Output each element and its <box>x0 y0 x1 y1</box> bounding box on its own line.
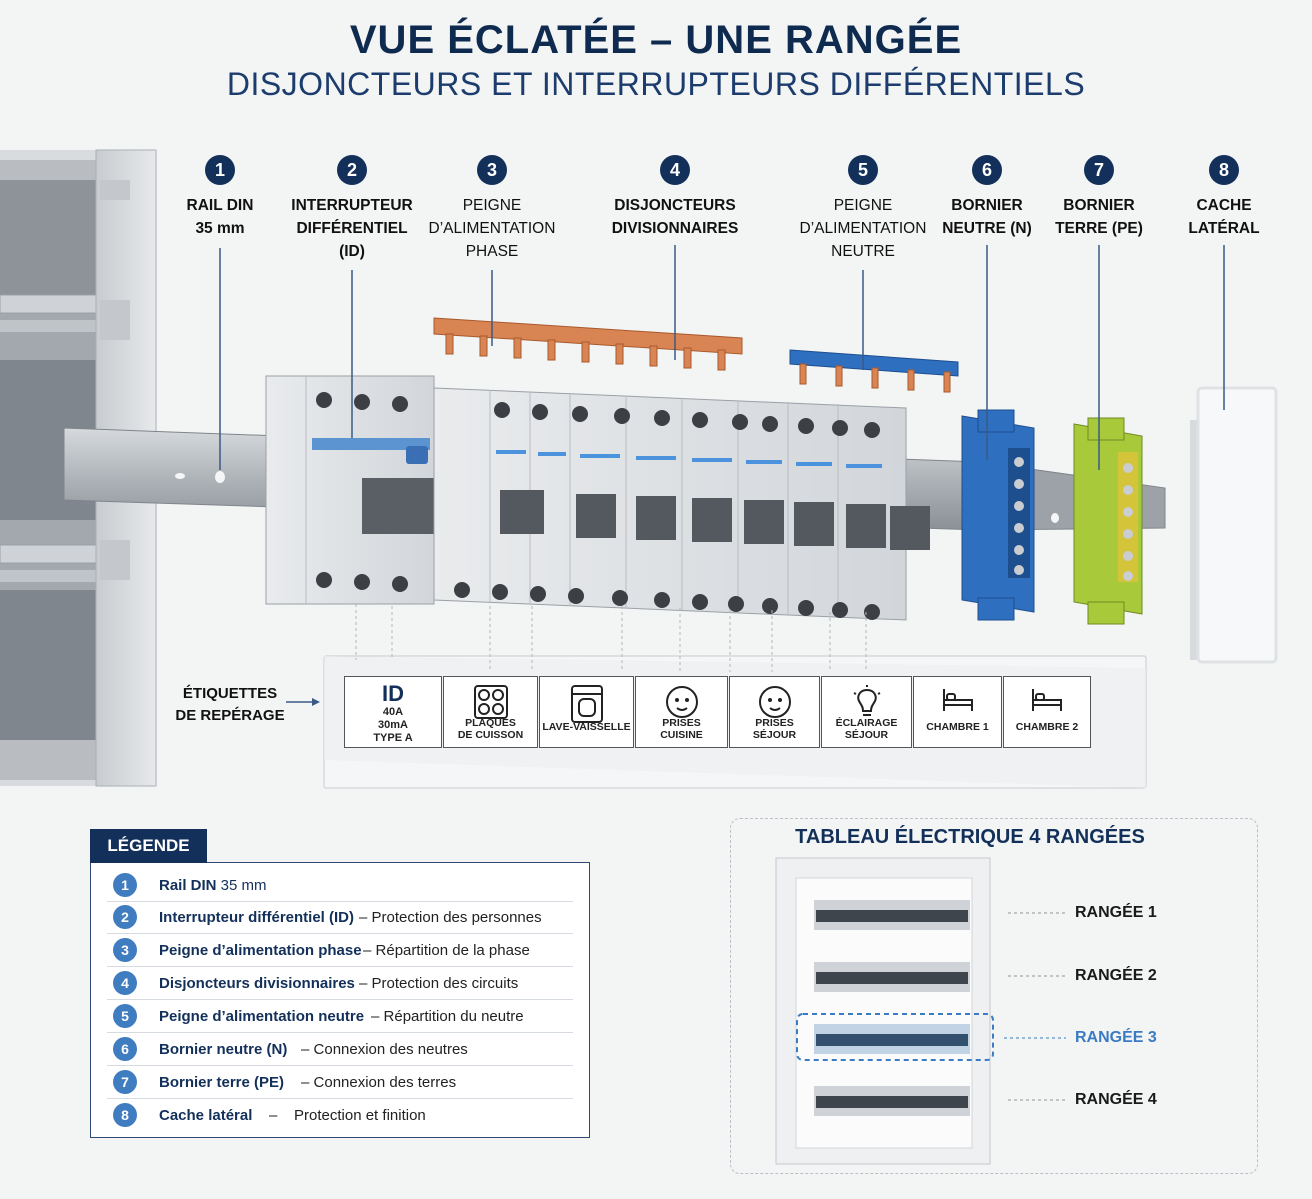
lightbulb-icon <box>853 685 880 716</box>
panel-rows <box>814 900 970 1116</box>
callout-number: 1 <box>205 155 235 185</box>
callout-number: 8 <box>1209 155 1239 185</box>
legend-item: 1 Rail DIN 35 mm <box>107 869 573 902</box>
socket-icon <box>758 686 791 718</box>
callout-number: 5 <box>848 155 878 185</box>
cooktop-icon <box>473 685 508 719</box>
legend-number: 4 <box>113 971 137 995</box>
legend-item: 5 Peigne d’alimentation neutre – Réparti… <box>107 1000 573 1033</box>
etiquettes-arrow <box>286 698 320 706</box>
legend-number: 2 <box>113 905 137 929</box>
callout-number: 7 <box>1084 155 1114 185</box>
differential-switch <box>265 375 436 605</box>
page-subtitle: DISJONCTEURS ET INTERRUPTEURS DIFFÉRENTI… <box>226 66 1086 102</box>
tag-chambre-2: CHAMBRE 2 <box>1003 676 1091 748</box>
legend-item: 4 Disjoncteurs divisionnaires – Protecti… <box>107 967 573 1000</box>
legend-number: 3 <box>113 938 137 962</box>
legend-item: 8 Cache latéral – Protection et finition <box>107 1099 573 1131</box>
legend-number: 8 <box>113 1103 137 1127</box>
row-label-1: RANGÉE 1 <box>1075 904 1157 921</box>
legend-number: 1 <box>113 873 137 897</box>
tag-guide-lines <box>355 604 867 672</box>
legend-title: LÉGENDE <box>90 829 207 863</box>
earth-terminal-block <box>1073 417 1143 625</box>
bed-icon <box>942 689 973 711</box>
four-row-panel-drawing <box>775 857 1010 1165</box>
legend-number: 5 <box>113 1004 137 1028</box>
dishwasher-icon <box>570 685 603 723</box>
callout-number: 3 <box>477 155 507 185</box>
socket-icon <box>665 686 698 718</box>
legend-number: 6 <box>113 1037 137 1061</box>
tag-lave-vaisselle: LAVE-VAISSELLE <box>539 676 634 748</box>
page-title: VUE ÉCLATÉE – UNE RANGÉE <box>349 18 963 62</box>
circuit-breakers <box>433 387 930 621</box>
callout-number: 2 <box>337 155 367 185</box>
legend-number: 7 <box>113 1070 137 1094</box>
legend-item: 2 Interrupteur différentiel (ID) – Prote… <box>107 901 573 934</box>
callout-number: 4 <box>660 155 690 185</box>
side-cover <box>1190 386 1278 664</box>
row-label-4: RANGÉE 4 <box>1075 1091 1157 1108</box>
row-label-2: RANGÉE 2 <box>1075 967 1157 984</box>
callout-number: 6 <box>972 155 1002 185</box>
legend-item: 7 Bornier terre (PE) – Connexion des ter… <box>107 1066 573 1099</box>
row-label-3: RANGÉE 3 <box>1075 1029 1157 1046</box>
legend-item: 3 Peigne d’alimentation phase – Répartit… <box>107 934 573 967</box>
row-leader-lines <box>1004 912 1066 1101</box>
panel-overview-box <box>730 818 1258 1174</box>
neutral-comb <box>789 349 959 393</box>
phase-comb <box>433 317 743 371</box>
highlighted-row-frame <box>796 1013 994 1061</box>
neutral-terminal-block <box>961 409 1035 621</box>
legend-item: 6 Bornier neutre (N) – Connexion des neu… <box>107 1033 573 1066</box>
bed-icon <box>1032 689 1062 711</box>
leader-lines <box>219 245 1225 470</box>
tag-chambre-1: CHAMBRE 1 <box>913 676 1002 748</box>
legend-box: 1 Rail DIN 35 mm 2 Interrupteur différen… <box>90 862 590 1138</box>
panel-title: TABLEAU ÉLECTRIQUE 4 RANGÉES <box>795 826 1145 848</box>
